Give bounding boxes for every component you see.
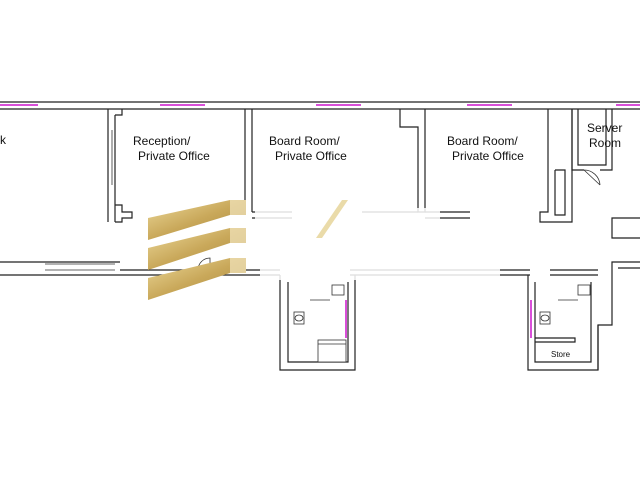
right-edge-walls [597, 217, 640, 370]
board-room-2: Board Room/ Private Office [425, 109, 573, 223]
washbasin [577, 284, 591, 296]
reception-office: Reception/ Private Office [115, 109, 253, 223]
left-room: k [0, 109, 116, 222]
board-room-2-label-line1: Board Room/ [447, 134, 518, 148]
partial-room-label: k [0, 133, 7, 147]
board-room-1: Board Room/ Private Office [252, 109, 426, 219]
server-room: Server Room [571, 109, 622, 186]
stacked-gold-bars-logo [148, 200, 500, 300]
shower-tray [317, 339, 347, 363]
washbasin [331, 284, 345, 296]
reception-label-line2: Private Office [138, 149, 210, 163]
reception-label-line1: Reception/ [133, 134, 191, 148]
washroom-2: Store [527, 275, 599, 371]
board-room-1-label-line1: Board Room/ [269, 134, 340, 148]
exterior-top-wall [0, 101, 640, 110]
server-room-label-line2: Room [589, 136, 621, 150]
store-label: Store [551, 350, 571, 359]
washroom-1 [279, 275, 356, 371]
server-room-label-line1: Server [587, 121, 622, 135]
board-room-1-label-line2: Private Office [275, 149, 347, 163]
board-room-2-label-line2: Private Office [452, 149, 524, 163]
